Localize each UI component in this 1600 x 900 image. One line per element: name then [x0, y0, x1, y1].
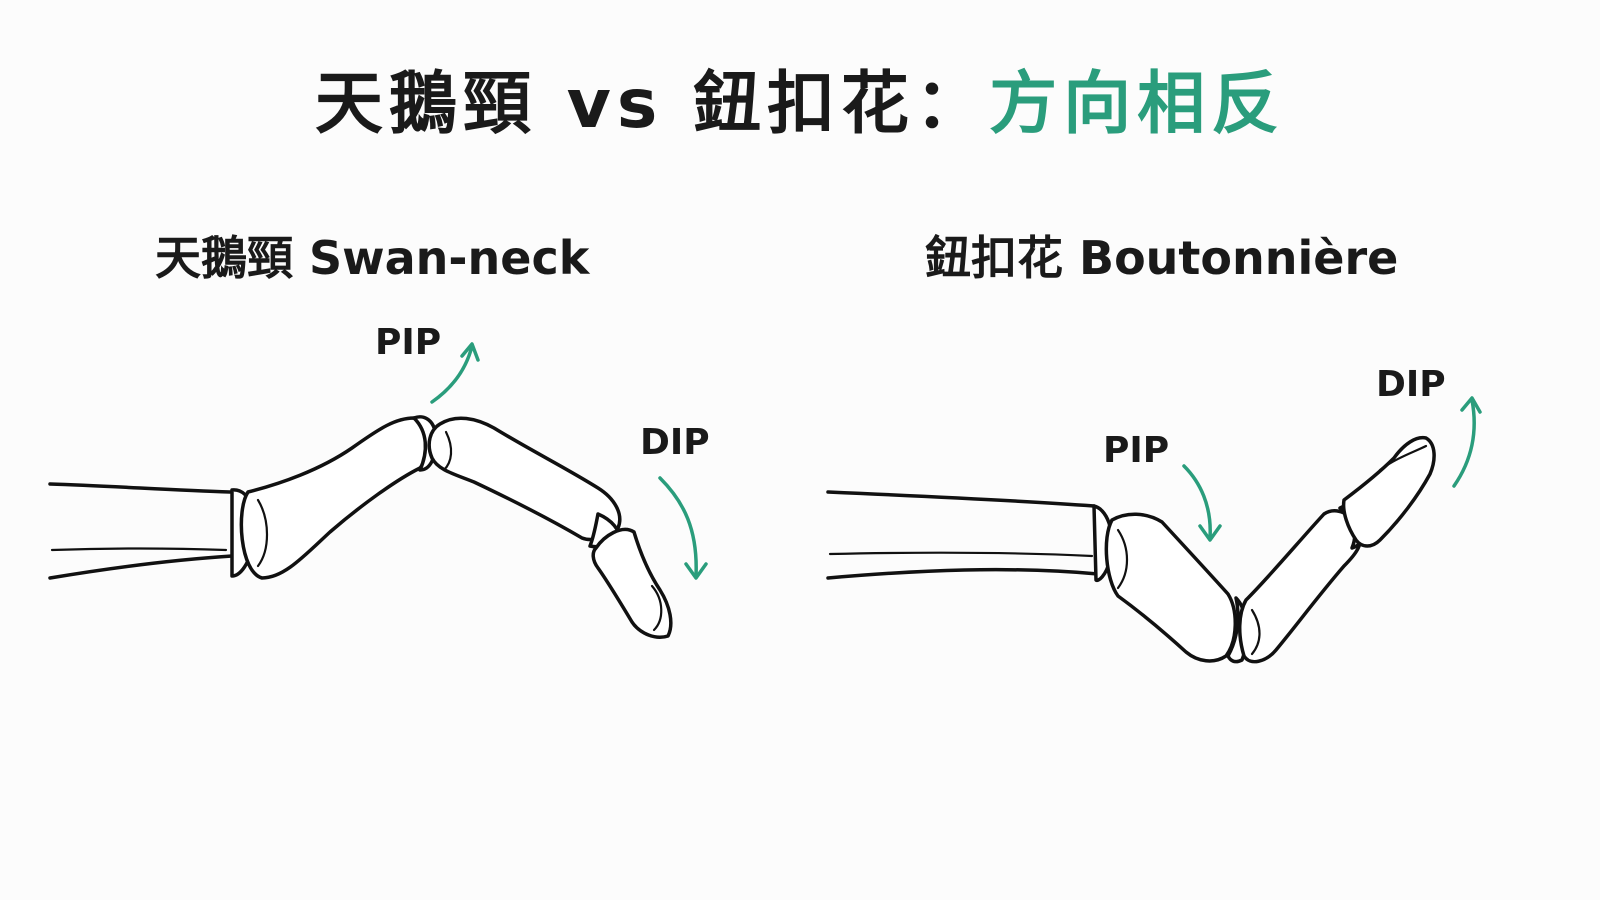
swan-neck-finger — [48, 415, 673, 639]
bout-dip-label: DIP — [1376, 364, 1446, 405]
title-main: 天鵝頸 vs 鈕扣花： — [314, 65, 990, 144]
bout-pip-label: PIP — [1103, 430, 1169, 471]
bout-pip-arrowhead — [1198, 524, 1222, 542]
title-accent: 方向相反 — [989, 65, 1286, 144]
bout-metacarpal — [826, 490, 1096, 508]
bout-proximal-phalanx — [1104, 512, 1237, 663]
bout-dip-up-arrow — [1452, 398, 1476, 488]
boutonniere-heading: 鈕扣花 Boutonnière — [925, 231, 1399, 285]
page-title: 天鵝頸 vs 鈕扣花：方向相反 — [0, 48, 1600, 147]
swan-dip-arrowhead — [684, 562, 708, 580]
swan-dip-down-arrow — [658, 476, 698, 578]
bout-pip-down-arrow — [1182, 464, 1212, 540]
swan-distal-phalanx — [591, 527, 673, 639]
swan-neck-heading: 天鵝頸 Swan-neck — [155, 231, 590, 285]
bout-distal-phalanx — [1341, 435, 1436, 548]
swan-pip-label: PIP — [375, 322, 441, 363]
swan-dip-label: DIP — [640, 422, 710, 463]
boutonniere-finger — [826, 435, 1436, 664]
bout-dip-arrowhead — [1460, 396, 1482, 414]
swan-metacarpal — [48, 482, 232, 494]
bout-middle-phalanx — [1238, 509, 1363, 664]
swan-pip-arrowhead — [460, 342, 480, 362]
swan-middle-phalanx — [427, 416, 622, 542]
swan-pip-up-arrow — [430, 344, 474, 404]
swan-proximal-phalanx — [239, 416, 429, 580]
